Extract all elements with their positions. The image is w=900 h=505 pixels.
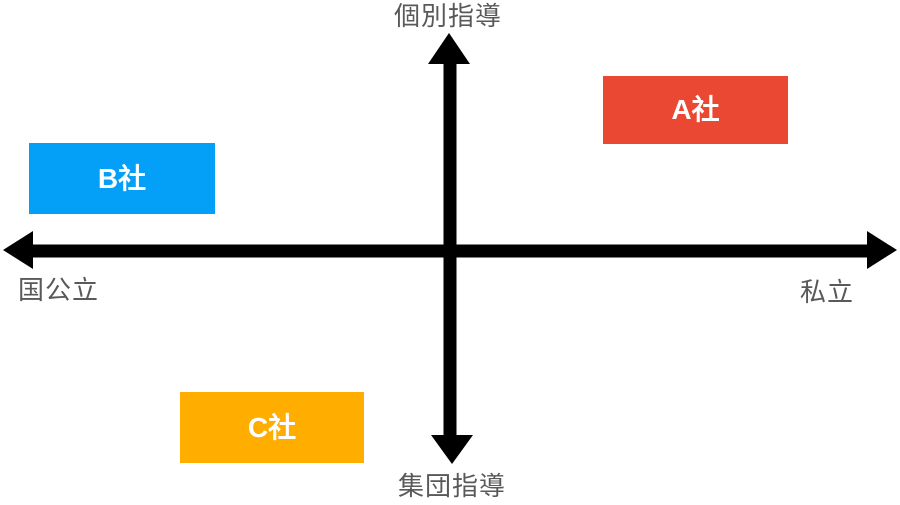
axis-label-left: 国公立 [18, 275, 100, 305]
arrowhead-down-icon [431, 435, 473, 464]
company-box-b: B社 [29, 143, 215, 214]
arrowhead-right-icon [867, 231, 897, 269]
company-label-c: C社 [247, 411, 297, 443]
company-label-a: A社 [671, 94, 720, 125]
axis-label-bottom: 集団指導 [397, 471, 507, 501]
company-label-b: B社 [97, 162, 147, 194]
axis-label-right: 私立 [800, 277, 855, 307]
company-box-c: C社 [180, 392, 364, 463]
arrowhead-up-icon [428, 33, 470, 64]
company-box-a: A社 [603, 76, 788, 144]
arrowhead-left-icon [3, 231, 33, 269]
axis-label-top: 個別指導 [393, 1, 503, 31]
